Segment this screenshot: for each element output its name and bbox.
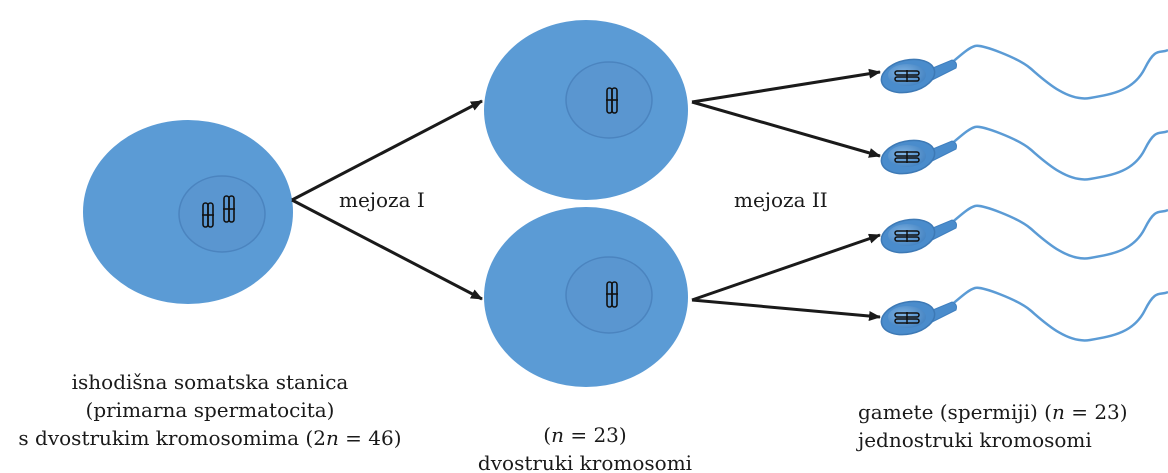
gametes-line-2: jednostruki kromosomi: [858, 428, 1092, 452]
somatic-line-1: ishodišna somatska stanica: [71, 370, 349, 394]
gametes-caption: gamete (spermiji) (n = 23) jednostruki k…: [858, 398, 1128, 454]
secondary-caption: (n = 23) dvostruki kromosomi: [450, 421, 720, 473]
sperm-cell: [880, 125, 1168, 181]
secondary-line-1: (n = 23): [543, 423, 627, 447]
sperm-tail: [949, 44, 1168, 100]
chromosome-pair-icon: [202, 195, 235, 228]
gametes-line-1: gamete (spermiji) (n = 23): [858, 400, 1128, 424]
somatic-line-3: s dvostrukim kromosomima (2n = 46): [18, 426, 402, 450]
arrow-meiosis2-3: [691, 233, 881, 302]
secondary-cell-bottom: [484, 207, 688, 387]
sperm-tail: [949, 204, 1168, 260]
meiosis-2-label: mejoza II: [734, 188, 828, 212]
arrow-meiosis1-top: [291, 99, 483, 202]
chromosome-icon: [894, 230, 920, 242]
arrows: [291, 68, 881, 321]
parent-nucleus: [178, 175, 266, 253]
chromosome-icon: [606, 87, 618, 114]
chromosome-icon: [894, 151, 920, 163]
arrow-meiosis1-bottom: [291, 198, 483, 301]
sperm-cell: [880, 44, 1168, 100]
sperm-tail: [949, 286, 1168, 342]
arrow-meiosis2-1: [691, 68, 881, 104]
chromosome-icon: [894, 70, 920, 82]
arrow-meiosis2-4: [691, 298, 881, 321]
arrow-meiosis2-2: [691, 100, 881, 158]
meiosis-1-label: mejoza I: [339, 188, 425, 212]
somatic-line-2: (primarna spermatocita): [85, 398, 335, 422]
sperm-cell: [880, 204, 1168, 260]
secondary-cell-top: [484, 20, 688, 200]
sperm-cells: [880, 44, 1168, 342]
chromosome-icon: [894, 312, 920, 324]
somatic-cell-caption: ishodišna somatska stanica (primarna spe…: [0, 368, 420, 452]
sperm-cell: [880, 286, 1168, 342]
sperm-tail: [949, 125, 1168, 181]
secondary-line-2: dvostruki kromosomi: [477, 451, 693, 473]
chromosome-icon: [606, 281, 618, 308]
parent-cell: [83, 120, 293, 304]
